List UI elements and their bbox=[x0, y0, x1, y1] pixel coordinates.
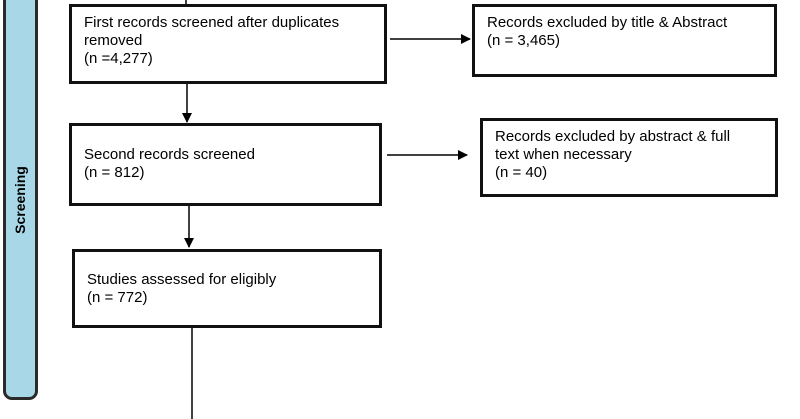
assessed-line1: Studies assessed for eligibly bbox=[87, 271, 277, 288]
assessed-box: Studies assessed for eligibly (n = 772) bbox=[72, 249, 382, 328]
first-screened-box: First records screened after duplicates … bbox=[69, 4, 387, 84]
second-screened-line1: Second records screened bbox=[84, 146, 255, 163]
excluded-title-count: (n = 3,465) bbox=[487, 32, 560, 49]
screening-stage-bar bbox=[3, 0, 38, 400]
first-screened-line1: First records screened after duplicates bbox=[84, 14, 340, 31]
first-screened-line2: removed bbox=[84, 32, 143, 49]
excluded-title-box: Records excluded by title & Abstract (n … bbox=[472, 4, 777, 77]
excluded-fulltext-line2: text when necessary bbox=[495, 146, 632, 163]
excluded-title-line1: Records excluded by title & Abstract bbox=[487, 14, 728, 31]
second-screened-box: Second records screened (n = 812) bbox=[69, 123, 382, 206]
excluded-fulltext-line1: Records excluded by abstract & full bbox=[495, 128, 731, 145]
first-screened-count: (n =4,277) bbox=[84, 50, 153, 67]
excluded-fulltext-box: Records excluded by abstract & full text… bbox=[480, 118, 778, 197]
assessed-count: (n = 772) bbox=[87, 289, 148, 306]
excluded-fulltext-count: (n = 40) bbox=[495, 164, 548, 181]
second-screened-count: (n = 812) bbox=[84, 164, 145, 181]
